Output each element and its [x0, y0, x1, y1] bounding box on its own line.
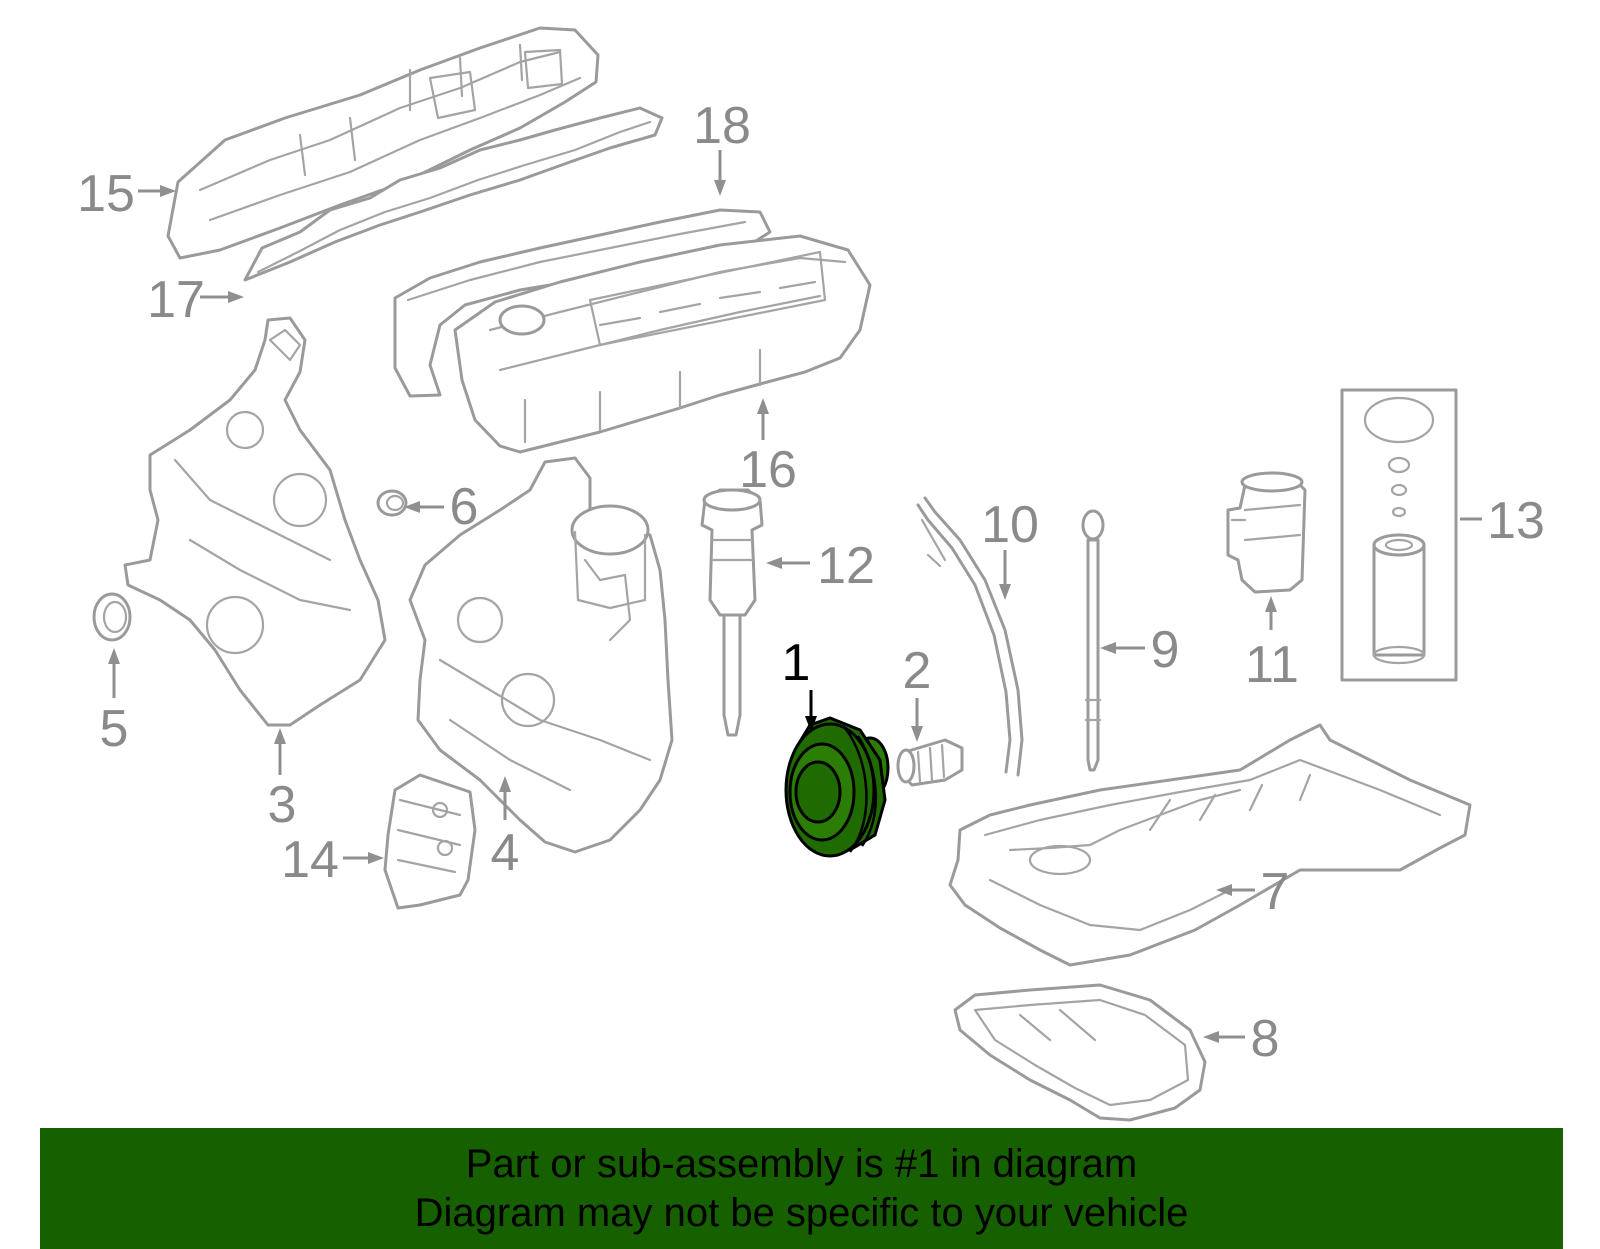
- banner-line-1: Part or sub-assembly is #1 in diagram: [465, 1141, 1138, 1186]
- part-oil-cooler[interactable]: [383, 773, 477, 910]
- part-timing-cover-right[interactable]: [408, 456, 674, 854]
- part-cylinder-head-cover[interactable]: [453, 234, 872, 454]
- part-filter-kit[interactable]: [1340, 388, 1458, 682]
- callout-6[interactable]: 6: [450, 478, 479, 536]
- info-banner: Part or sub-assembly is #1 in diagram Di…: [40, 1128, 1563, 1249]
- callout-14[interactable]: 14: [281, 831, 339, 889]
- callout-13[interactable]: 13: [1487, 492, 1545, 550]
- callout-16[interactable]: 16: [739, 441, 797, 499]
- part-seal-5[interactable]: [92, 592, 132, 642]
- leader-lines: [108, 150, 1482, 1043]
- banner-line-2: Diagram may not be specific to your vehi…: [414, 1190, 1189, 1235]
- part-gasket-17[interactable]: [243, 106, 664, 282]
- part-oil-pan-lower[interactable]: [953, 983, 1207, 1122]
- part-oil-filter-housing[interactable]: [700, 488, 764, 737]
- part-oil-pan-upper[interactable]: [948, 723, 1472, 967]
- part-plug-6[interactable]: [376, 489, 408, 517]
- callout-labels: 1 2 3 4 5 6 7 8 9 10 11 12 13 14 15 16 1…: [77, 97, 1545, 1068]
- part-harmonic-balancer[interactable]: [784, 716, 890, 858]
- callout-3[interactable]: 3: [268, 776, 297, 834]
- callout-11[interactable]: 11: [1245, 636, 1299, 694]
- callout-12[interactable]: 12: [817, 537, 875, 595]
- part-engine-cover[interactable]: [166, 26, 600, 260]
- callout-8[interactable]: 8: [1251, 1010, 1280, 1068]
- callout-18[interactable]: 18: [693, 97, 751, 155]
- part-dipstick-tube[interactable]: [916, 496, 1024, 777]
- part-dipstick[interactable]: [1081, 509, 1105, 772]
- callout-17[interactable]: 17: [147, 271, 205, 329]
- part-bolt-2[interactable]: [896, 738, 964, 787]
- callout-2[interactable]: 2: [903, 642, 932, 700]
- callout-1[interactable]: 1: [782, 634, 811, 692]
- callout-4[interactable]: 4: [491, 824, 520, 882]
- callout-9[interactable]: 9: [1151, 621, 1180, 679]
- part-timing-cover-left[interactable]: [123, 316, 387, 727]
- callout-10[interactable]: 10: [981, 496, 1039, 554]
- part-oil-filter-11[interactable]: [1226, 471, 1307, 594]
- callout-5[interactable]: 5: [100, 700, 129, 758]
- callout-15[interactable]: 15: [77, 165, 135, 223]
- callout-7[interactable]: 7: [1261, 863, 1290, 921]
